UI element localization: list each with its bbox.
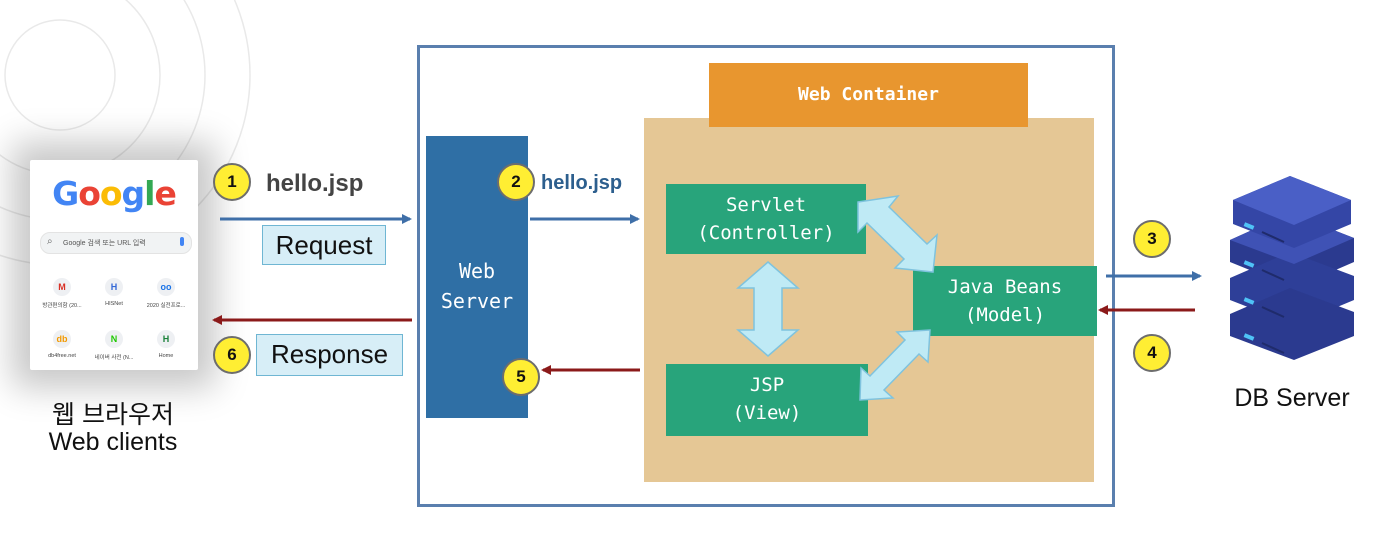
google-search-bar: ⌕ Google 검색 또는 URL 입력 bbox=[40, 232, 192, 254]
google-logo-letter: o bbox=[99, 174, 123, 213]
client-label-english: Web clients bbox=[48, 428, 178, 456]
hello-jsp-server-label: hello.jsp bbox=[541, 172, 623, 194]
google-logo-letter: l bbox=[144, 174, 155, 213]
google-logo: Google bbox=[30, 174, 198, 213]
jsp-box: JSP (View) bbox=[666, 364, 868, 436]
step-badge-6: 6 bbox=[213, 336, 251, 374]
web-container-title: Web Container bbox=[709, 63, 1028, 127]
web-server-label: Web Server bbox=[440, 259, 514, 313]
java-beans-box: Java Beans (Model) bbox=[913, 266, 1097, 336]
browser-shortcut: N 네이버 사전 (N... bbox=[88, 330, 140, 361]
browser-shortcut: M 방관편의함 (20... bbox=[36, 278, 88, 309]
microphone-icon bbox=[180, 237, 184, 246]
shortcut-icon: oo bbox=[157, 278, 175, 296]
response-caption: Response bbox=[256, 334, 403, 376]
shortcut-icon: db bbox=[53, 330, 71, 348]
servlet-box: Servlet (Controller) bbox=[666, 184, 866, 254]
browser-shortcut: H HISNet bbox=[88, 278, 140, 307]
google-logo-letter: e bbox=[154, 174, 176, 213]
google-logo-letter: g bbox=[121, 174, 146, 213]
browser-shortcut: db db4free.net bbox=[36, 330, 88, 359]
shortcut-label: 네이버 사전 (N... bbox=[94, 355, 134, 361]
shortcut-icon: N bbox=[105, 330, 123, 348]
jsp-label: JSP (View) bbox=[732, 374, 802, 424]
google-logo-letter: G bbox=[52, 174, 79, 213]
shortcut-label: 방관편의함 (20... bbox=[42, 303, 82, 309]
servlet-label: Servlet (Controller) bbox=[697, 194, 835, 244]
google-logo-letter: o bbox=[78, 174, 101, 213]
step-badge-1: 1 bbox=[213, 163, 251, 201]
shortcut-label: Home bbox=[158, 353, 174, 359]
shortcut-label: HISNet bbox=[105, 301, 123, 307]
request-caption: Request bbox=[262, 225, 386, 265]
client-label-korean: 웹 브라우저 bbox=[52, 401, 174, 429]
browser-shortcut: H Home bbox=[140, 330, 192, 359]
step-badge-3: 3 bbox=[1133, 220, 1171, 258]
shortcut-icon: H bbox=[157, 330, 175, 348]
shortcut-icon: M bbox=[53, 278, 71, 296]
step-badge-5: 5 bbox=[502, 358, 540, 396]
step-badge-4: 4 bbox=[1133, 334, 1171, 372]
hello-jsp-client-label: hello.jsp bbox=[266, 170, 364, 197]
shortcut-label: db4free.net bbox=[48, 353, 76, 359]
search-placeholder: Google 검색 또는 URL 입력 bbox=[63, 240, 146, 247]
java-beans-label: Java Beans (Model) bbox=[947, 276, 1063, 326]
db-server-label: DB Server bbox=[1234, 384, 1350, 412]
browser-shortcut: oo 2020 실전프로... bbox=[140, 278, 192, 309]
search-icon: ⌕ bbox=[47, 236, 53, 247]
step-badge-2: 2 bbox=[497, 163, 535, 201]
database-server-icon bbox=[1230, 176, 1354, 360]
shortcut-label: 2020 실전프로... bbox=[146, 303, 186, 309]
shortcut-icon: H bbox=[105, 278, 123, 296]
